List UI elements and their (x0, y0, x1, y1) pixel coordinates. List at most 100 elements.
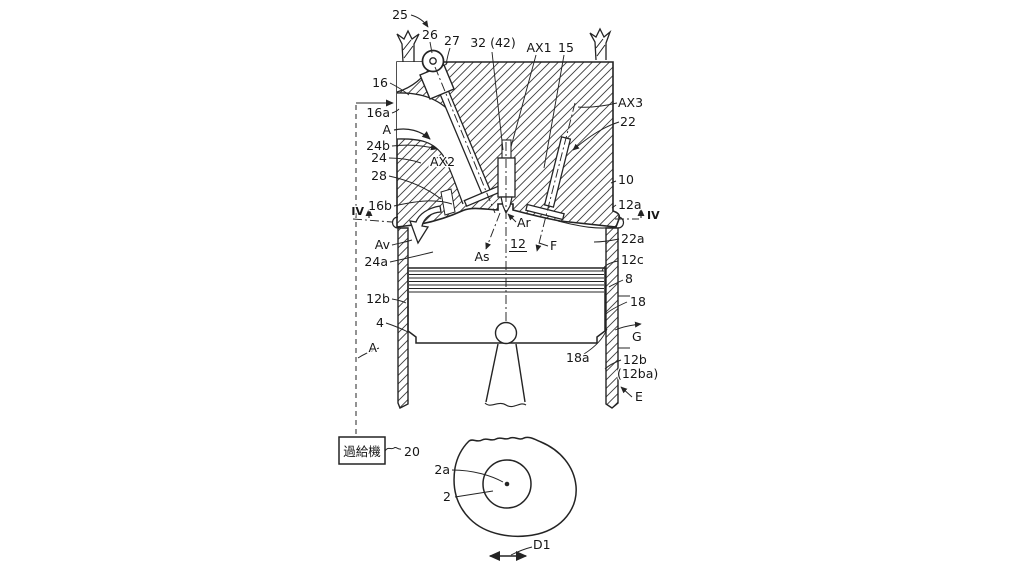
flow-arrow-a (393, 128, 431, 140)
leader-10 (610, 180, 617, 184)
ref-12b-right-label: 12b (623, 352, 647, 367)
ref-26-label: 26 (422, 27, 438, 42)
flow-arrows (393, 128, 442, 245)
leader-26 (429, 41, 433, 54)
port-channel (397, 92, 484, 204)
cylinder-wall-right (605, 227, 619, 409)
leader-24 (388, 157, 422, 164)
ref-22-label: 22 (620, 114, 636, 129)
ref-iv-right-label: IV (647, 209, 660, 222)
fuel-injector (497, 139, 516, 215)
leader-lines (357, 14, 642, 556)
supercharger-box: 過給機 (338, 436, 402, 465)
ref-22a-label: 22a (621, 231, 645, 246)
spray-axis-as (485, 212, 501, 250)
ref-16b-label: 16b (368, 198, 392, 213)
injector-tip (500, 196, 513, 215)
ref-16a-label: 16a (366, 105, 390, 120)
piston (407, 267, 606, 345)
ref-16-label: 16 (372, 75, 388, 90)
ref-2a-label: 2a (434, 462, 450, 477)
ref-24b-label: 24b (366, 138, 390, 153)
ref-25-label: 25 (392, 7, 408, 22)
head-topleft-recess (397, 62, 434, 92)
ref-24-label: 24 (371, 150, 387, 165)
leader-16b (393, 200, 453, 207)
ref-15-label: 15 (558, 40, 574, 55)
leader-32-42 (491, 51, 504, 151)
ref-18-label: 18 (630, 294, 646, 309)
ref-as-label: As (474, 249, 489, 264)
piston-outline (407, 267, 606, 344)
right-stem-boss (589, 27, 612, 61)
ref-12ba-label: (12ba) (617, 366, 658, 381)
ref-iv-left-label: IV (351, 205, 364, 218)
left-stem-boss (396, 29, 420, 63)
intake-valve (419, 49, 503, 208)
ref-g-label: G (632, 329, 642, 344)
liner-tick-lower (617, 345, 630, 351)
leader-8 (608, 279, 624, 288)
ref-12c-label: 12c (621, 252, 644, 267)
ref-ar-label: Ar (517, 215, 532, 230)
ref-a-lower-label: A (368, 340, 377, 355)
leader-12c (601, 260, 619, 272)
ref-a-upper-label: A (382, 122, 391, 137)
leader-12a (611, 204, 617, 209)
piston-rings (409, 270, 604, 293)
leader-12b-right (604, 359, 622, 370)
leader-f (538, 242, 549, 247)
liner-tick-upper (617, 293, 630, 299)
ref-27-label: 27 (444, 33, 460, 48)
leader-16 (389, 82, 410, 96)
intake-flow-arrow-av (409, 205, 442, 245)
leader-av (391, 239, 413, 246)
axis-lines (352, 66, 639, 341)
ref-18a-label: 18a (566, 350, 590, 365)
ref-ax1-label: AX1 (526, 40, 551, 55)
left-stem-boss-hatch (402, 39, 414, 59)
ref-12-label: 12 (510, 236, 526, 251)
leader-18a (583, 328, 608, 355)
left-wall-flange (391, 216, 399, 229)
leader-ax1 (510, 54, 537, 148)
supercharger-box-frame (338, 436, 386, 465)
ref-8-label: 8 (625, 271, 633, 286)
ref-24a-label: 24a (364, 254, 388, 269)
bore-section-figure (453, 436, 577, 562)
ax3-axis-line (535, 102, 576, 252)
ref-f-label: F (550, 238, 557, 253)
ax2-axis-line (434, 66, 496, 214)
arrow-g (614, 321, 642, 331)
supercharger-box-text: 過給機 (343, 444, 381, 459)
section-line-iv-left (352, 218, 393, 223)
arrow-e (620, 386, 633, 398)
leader-2a (451, 469, 504, 483)
ref-av-label: Av (375, 237, 391, 252)
leader-24a (389, 251, 434, 263)
piston-pin (494, 321, 518, 345)
ref-e-label: E (635, 389, 643, 404)
injector-body (497, 157, 516, 198)
exhaust-valve-disc (525, 203, 565, 221)
supercharger-connection (355, 99, 394, 434)
ref-2-label: 2 (443, 489, 451, 504)
ref-d1-label: D1 (533, 537, 551, 552)
bore-outer-body (453, 436, 577, 538)
bore-circle (482, 459, 532, 509)
leader-22 (572, 121, 620, 151)
leader-28 (388, 175, 442, 200)
leader-2 (454, 490, 494, 498)
arrow-ar (507, 213, 517, 223)
leader-18 (605, 301, 628, 315)
section-markers (365, 208, 645, 218)
ref-12b-left-label: 12b (366, 291, 390, 306)
leader-4 (385, 322, 409, 333)
ref-20-squiggle (384, 446, 402, 452)
leader-24b (391, 144, 438, 151)
rod-break-line (484, 402, 527, 408)
cylinder-wall-left (397, 227, 409, 409)
ref-12a-label: 12a (618, 197, 642, 212)
leader-a-lower (357, 347, 380, 359)
